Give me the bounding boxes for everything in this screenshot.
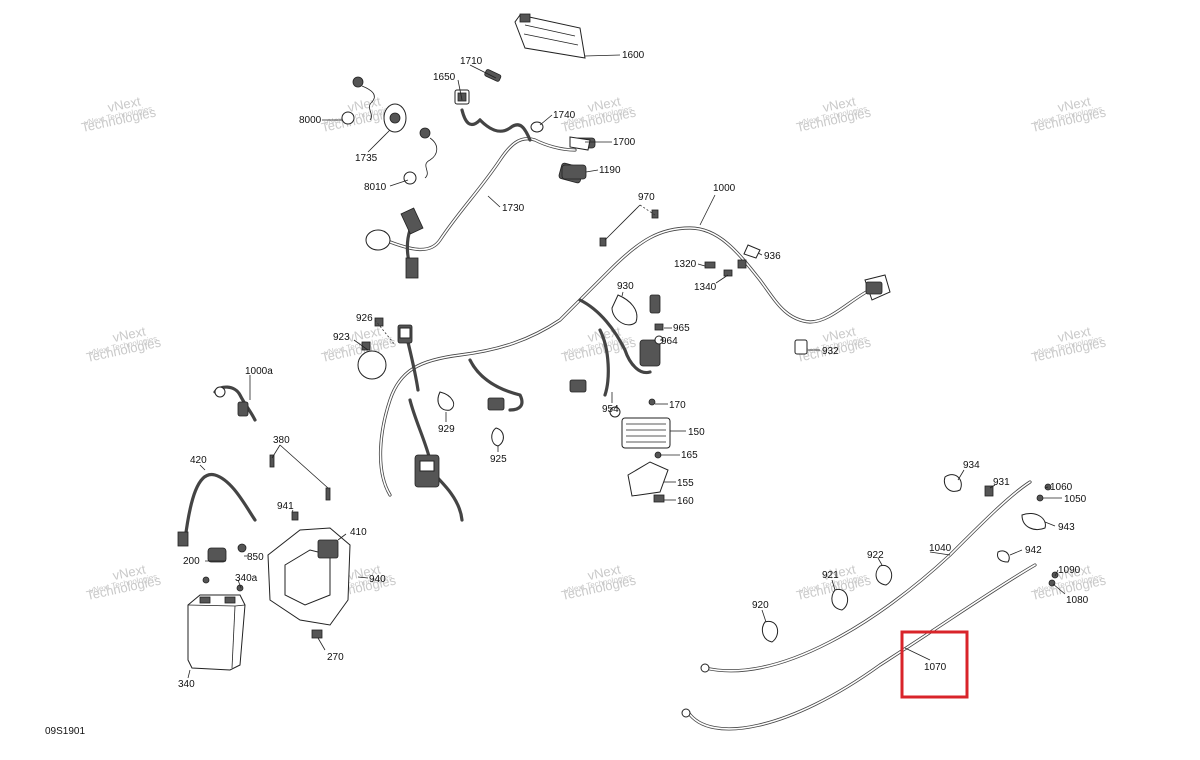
callout-930: 930 <box>617 281 634 292</box>
callout-8010: 8010 <box>364 182 387 193</box>
callout-1090: 1090 <box>1058 565 1081 576</box>
callout-155: 155 <box>677 478 694 489</box>
callout-920: 920 <box>752 600 769 611</box>
callout-340: 340 <box>178 679 195 690</box>
watermark: vNext Technologies vNext Technologies <box>560 561 638 603</box>
watermark: vNext Technologies vNext Technologies <box>80 93 158 135</box>
svg-text:vNext: vNext <box>346 93 382 115</box>
callout-970: 970 <box>638 192 655 203</box>
callout-941: 941 <box>277 501 294 512</box>
callout-1000a: 1000a <box>245 366 273 377</box>
diagram-code: 09S1901 <box>45 726 85 737</box>
callout-1040: 1040 <box>929 543 952 554</box>
regulator-group <box>437 391 671 503</box>
svg-text:vNext: vNext <box>346 561 382 583</box>
svg-text:vNext: vNext <box>586 561 622 583</box>
svg-text:vNext: vNext <box>821 93 857 115</box>
main-harness-1000 <box>357 209 891 522</box>
svg-text:vNext: vNext <box>821 323 857 345</box>
svg-text:vNext: vNext <box>106 93 142 115</box>
watermarks: vNext Technologies vNext Technologies vN… <box>80 93 1108 603</box>
callout-965: 965 <box>673 323 690 334</box>
svg-text:vNext: vNext <box>111 561 147 583</box>
callout-964: 964 <box>661 336 678 347</box>
callout-8000: 8000 <box>299 115 322 126</box>
svg-text:vNext: vNext <box>1056 323 1092 345</box>
svg-text:vNext: vNext <box>1056 561 1092 583</box>
watermark: vNext Technologies vNext Technologies <box>1030 323 1108 365</box>
watermark: vNext Technologies vNext Technologies <box>1030 93 1108 135</box>
watermark: vNext Technologies vNext Technologies <box>85 323 163 365</box>
sensor-1000a <box>213 385 257 422</box>
ecu-module-1600 <box>514 13 586 59</box>
callout-850: 850 <box>247 552 264 563</box>
callout-200: 200 <box>183 556 200 567</box>
callout-380: 380 <box>273 435 290 446</box>
callout-1700: 1700 <box>613 137 636 148</box>
callout-1600: 1600 <box>622 50 645 61</box>
callout-340a: 340a <box>235 573 258 584</box>
callout-936: 936 <box>764 251 781 262</box>
battery-group <box>177 454 351 671</box>
watermark: vNext Technologies vNext Technologies <box>795 93 873 135</box>
callout-1050: 1050 <box>1064 494 1087 505</box>
svg-text:vNext: vNext <box>586 93 622 115</box>
callout-929: 929 <box>438 424 455 435</box>
callout-925: 925 <box>490 454 507 465</box>
callout-1740: 1740 <box>553 110 576 121</box>
callout-926: 926 <box>356 313 373 324</box>
callout-942: 942 <box>1025 545 1042 556</box>
svg-text:vNext: vNext <box>821 561 857 583</box>
callout-1190: 1190 <box>599 165 621 176</box>
svg-text:vNext: vNext <box>346 323 382 345</box>
callout-940: 940 <box>369 574 386 585</box>
callout-1070: 1070 <box>924 662 947 673</box>
callout-420: 420 <box>190 455 207 466</box>
callout-labels: 1600 1710 1650 1740 1700 1190 8000 1735 … <box>178 50 1089 690</box>
callout-1060: 1060 <box>1050 482 1073 493</box>
callout-931: 931 <box>993 477 1010 488</box>
callout-170: 170 <box>669 400 686 411</box>
callout-1710: 1710 <box>460 56 483 67</box>
callout-923: 923 <box>333 332 350 343</box>
callout-1320: 1320 <box>674 259 697 270</box>
callout-922: 922 <box>867 550 884 561</box>
callout-410: 410 <box>350 527 367 538</box>
callout-932: 932 <box>822 346 839 357</box>
callout-150: 150 <box>688 427 705 438</box>
callout-1000: 1000 <box>713 183 736 194</box>
key-assemblies <box>341 76 438 185</box>
watermark: vNext Technologies vNext Technologies <box>85 561 163 603</box>
highlight-box <box>900 630 969 699</box>
callout-160: 160 <box>677 496 694 507</box>
callout-270: 270 <box>327 652 344 663</box>
callout-921: 921 <box>822 570 839 581</box>
watermark: vNext Technologies vNext Technologies <box>560 323 638 365</box>
svg-text:vNext: vNext <box>1056 93 1092 115</box>
callout-1340: 1340 <box>694 282 717 293</box>
callout-165: 165 <box>681 450 698 461</box>
leader-lines <box>187 54 1066 679</box>
callout-1650: 1650 <box>433 72 456 83</box>
callout-1730: 1730 <box>502 203 525 214</box>
svg-text:vNext: vNext <box>111 323 147 345</box>
callout-954: 954 <box>602 404 619 415</box>
callout-1735: 1735 <box>355 153 378 164</box>
callout-934: 934 <box>963 460 980 471</box>
callout-943: 943 <box>1058 522 1075 533</box>
lower-cables <box>681 474 1059 731</box>
watermark: vNext Technologies vNext Technologies <box>320 323 398 365</box>
callout-1080: 1080 <box>1066 595 1089 606</box>
upper-harness-1730 <box>365 108 596 279</box>
